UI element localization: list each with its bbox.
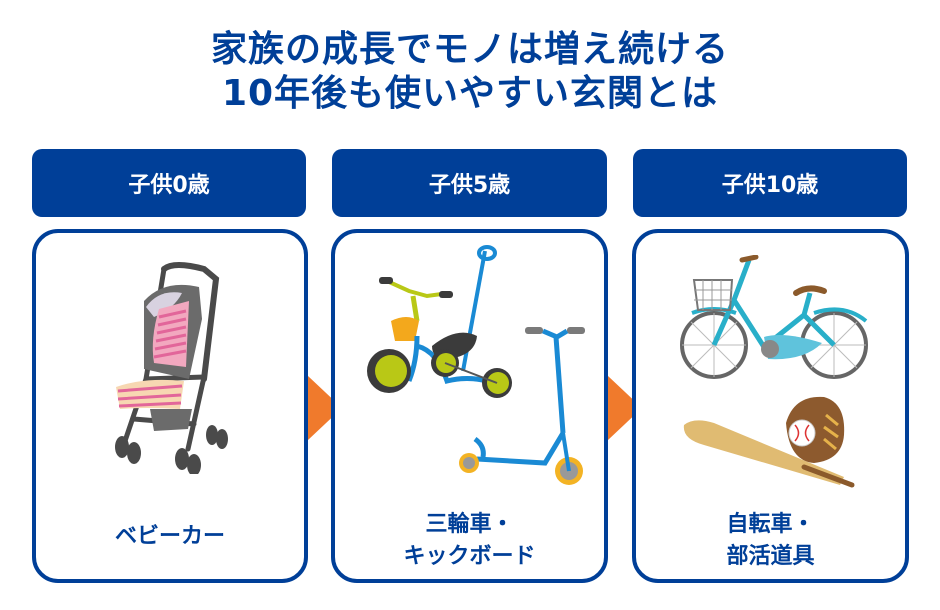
caption-line-1: 自転車・	[726, 512, 815, 537]
stroller-icon	[115, 262, 228, 474]
caption-line-1: ベビーカー	[114, 524, 225, 549]
stage-caption: ベビーカー	[36, 521, 304, 553]
page-title: 家族の成長でモノは増え続ける 10年後も使いやすい玄関とは	[0, 28, 940, 116]
stage-card-age-10: 自転車・ 部活道具	[632, 229, 909, 583]
bicycle-and-baseball-gear-icon	[680, 255, 868, 488]
title-line-1: 家族の成長でモノは増え続ける	[210, 29, 729, 70]
stage-caption: 三輪車・ キックボード	[335, 509, 604, 573]
tricycle-and-scooter-icon	[367, 245, 585, 485]
stage-heading-age-5: 子供5歳	[332, 149, 607, 217]
caption-line-2: 部活道具	[726, 544, 815, 569]
stage-heading-label: 子供10歳	[721, 173, 819, 198]
caption-line-1: 三輪車・	[425, 512, 514, 537]
stage-card-age-5: 三輪車・ キックボード	[331, 229, 608, 583]
stage-caption: 自転車・ 部活道具	[636, 509, 905, 573]
stage-heading-age-10: 子供10歳	[633, 149, 907, 217]
stage-card-age-0: ベビーカー	[32, 229, 308, 583]
caption-line-2: キックボード	[403, 544, 536, 569]
title-line-2: 10年後も使いやすい玄関とは	[221, 73, 719, 114]
stage-heading-label: 子供5歳	[428, 173, 511, 198]
stage-heading-label: 子供0歳	[128, 173, 210, 198]
stage-heading-age-0: 子供0歳	[32, 149, 306, 217]
